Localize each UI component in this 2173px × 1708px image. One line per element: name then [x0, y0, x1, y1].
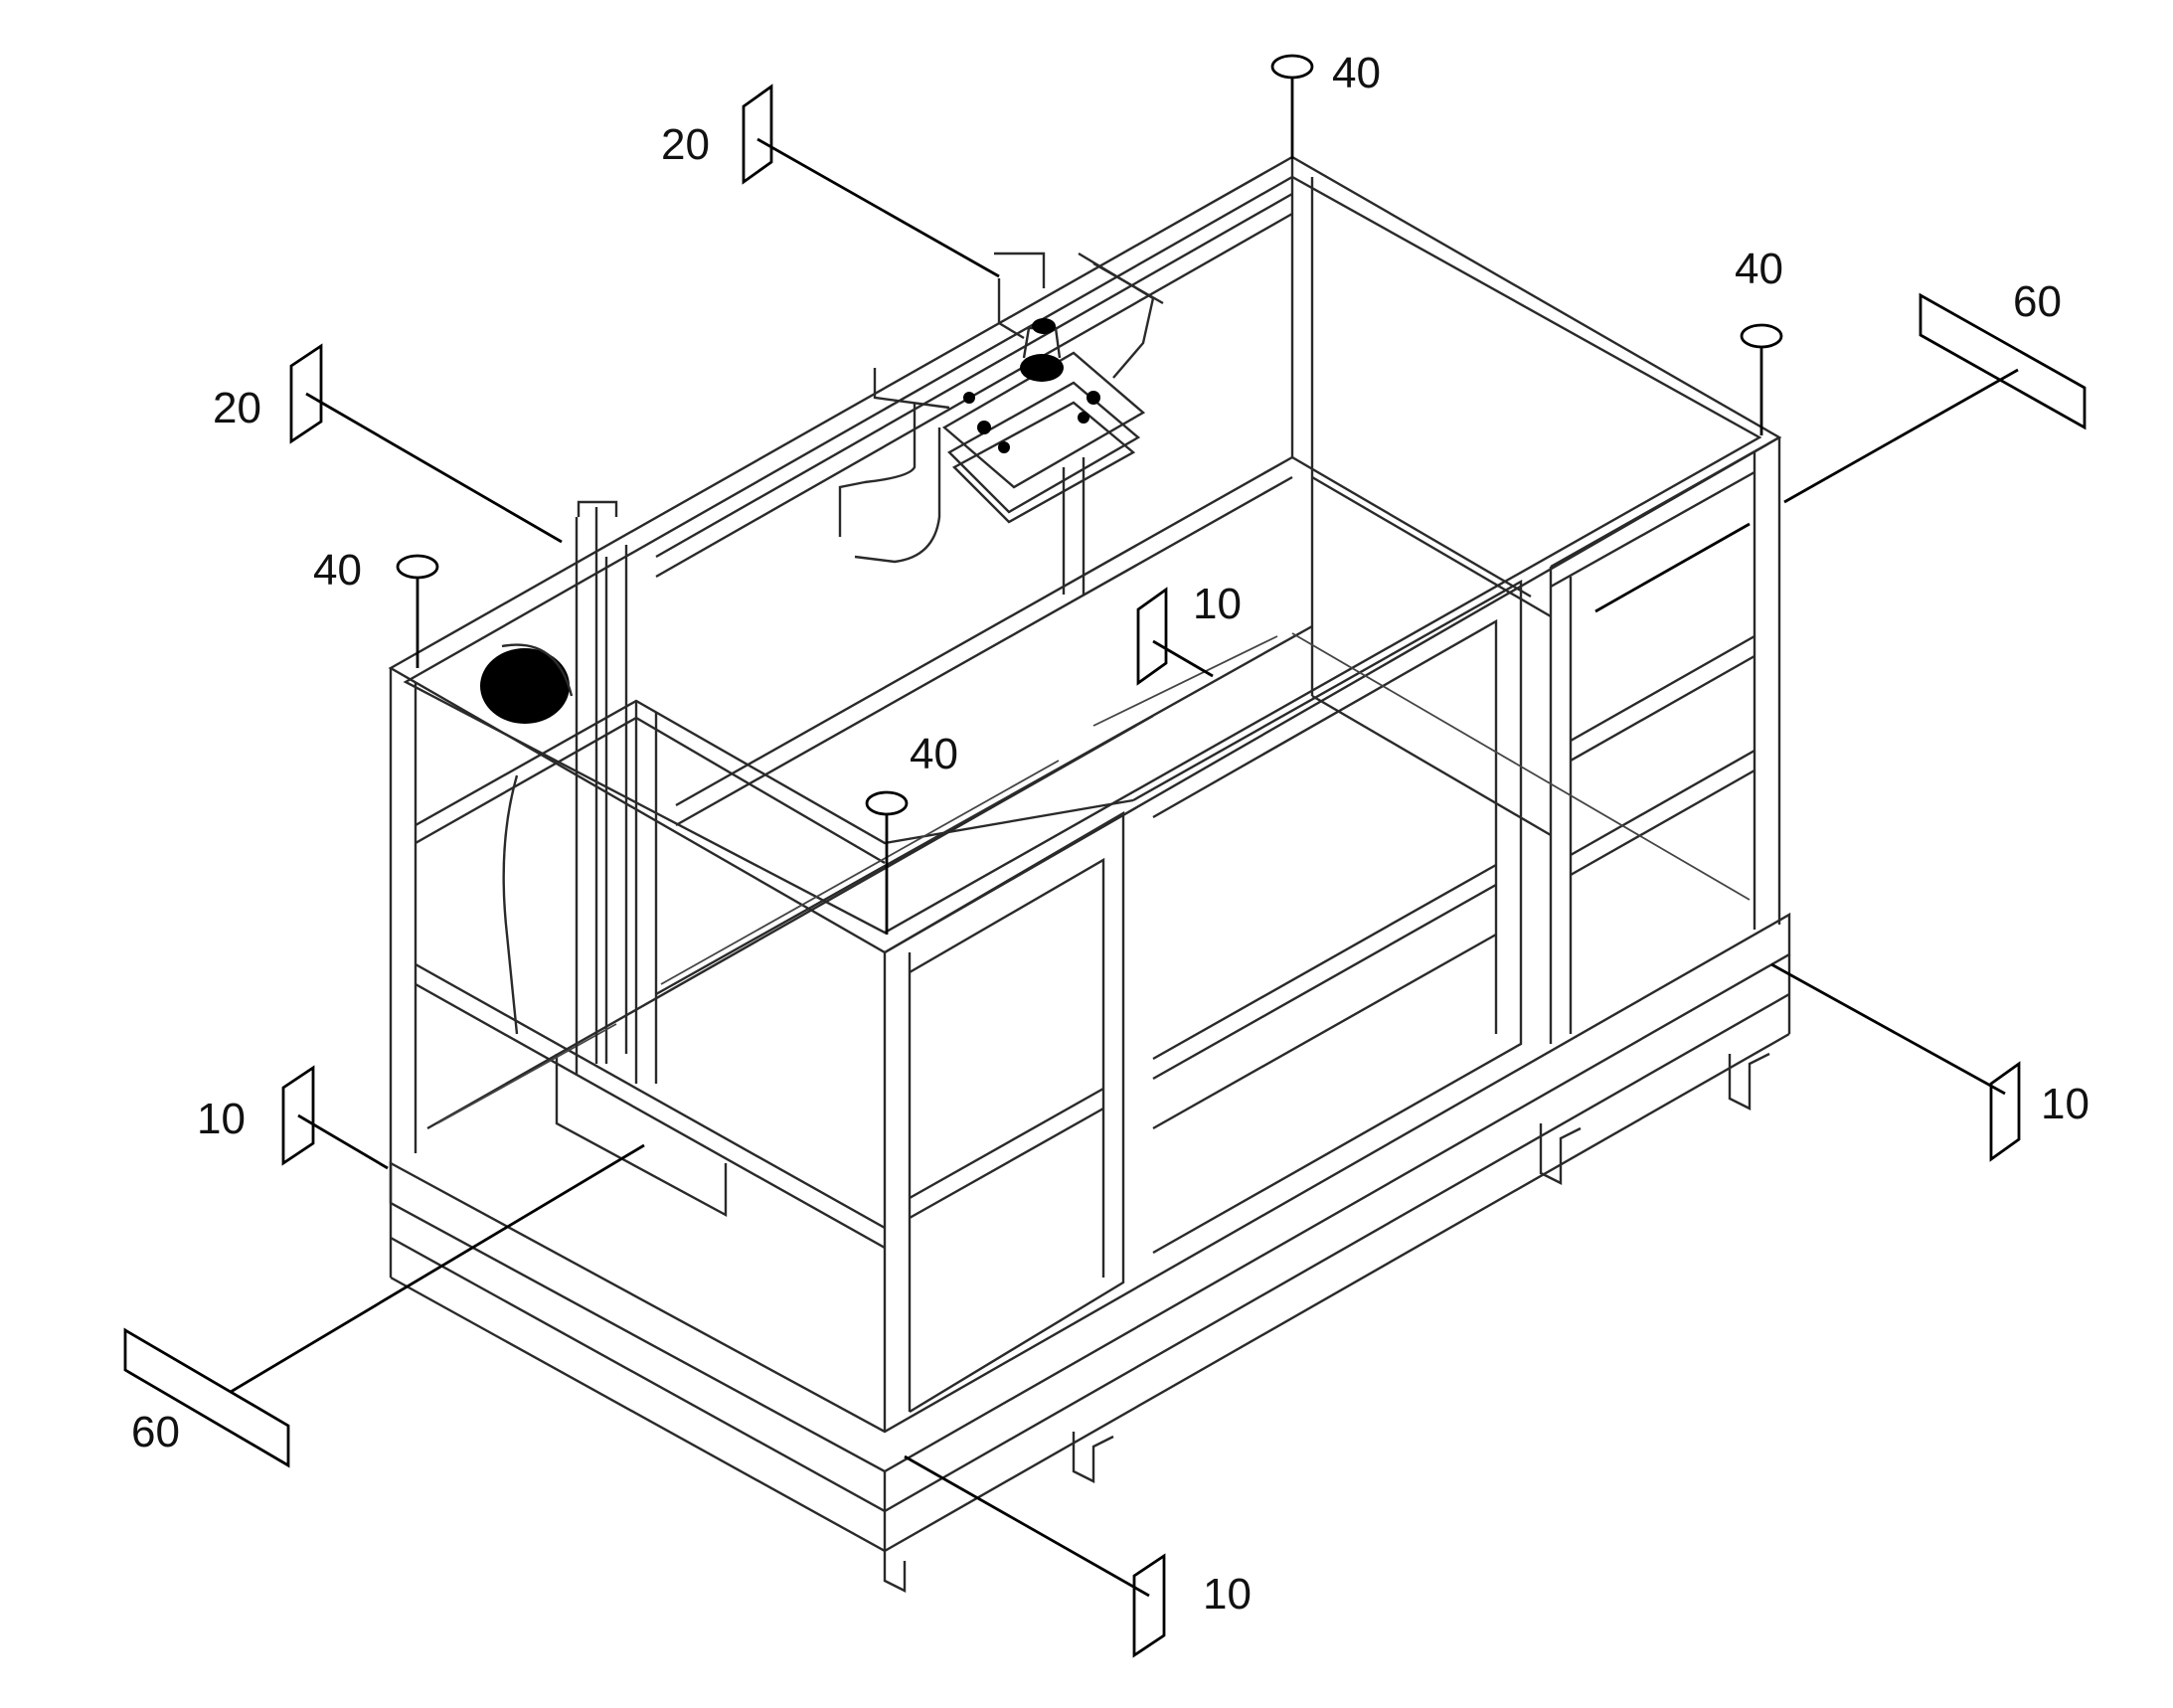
ref-40-right: 40 — [1735, 245, 1783, 435]
ref-40-top: 40 — [1270, 49, 1381, 159]
motor-assembly — [480, 500, 618, 1074]
label-40-left: 40 — [313, 546, 362, 595]
ref-10-center: 10 — [1136, 580, 1242, 686]
ref-40-center: 40 — [865, 730, 958, 935]
control-box — [838, 252, 1164, 595]
label-10-left: 10 — [197, 1095, 246, 1143]
platform-frame — [388, 155, 1791, 1593]
ref-20-left: 20 — [213, 343, 563, 544]
label-40-center: 40 — [910, 730, 958, 778]
ref-60-left: 60 — [123, 1143, 645, 1468]
label-20-left: 20 — [213, 384, 261, 432]
base-tub — [389, 912, 1791, 1473]
ref-10-left: 10 — [197, 1065, 389, 1170]
label-20-top: 20 — [661, 120, 710, 169]
label-60-right: 60 — [2013, 277, 2062, 326]
top-rail-inner — [403, 175, 1762, 935]
label-40-right: 40 — [1735, 245, 1783, 293]
label-10-bottom: 10 — [1203, 1570, 1252, 1619]
ref-10-bottom: 10 — [904, 1454, 1252, 1658]
label-60-left: 60 — [131, 1408, 180, 1456]
ref-40-left: 40 — [313, 546, 439, 668]
ref-20-top: 20 — [661, 84, 1000, 278]
rods — [436, 632, 1751, 1124]
label-40-top: 40 — [1332, 49, 1381, 97]
ref-10-right: 10 — [1770, 962, 2089, 1162]
ref-60-right: 60 — [1594, 277, 2087, 613]
label-10-right: 10 — [2041, 1080, 2089, 1128]
label-10-center: 10 — [1193, 580, 1242, 628]
